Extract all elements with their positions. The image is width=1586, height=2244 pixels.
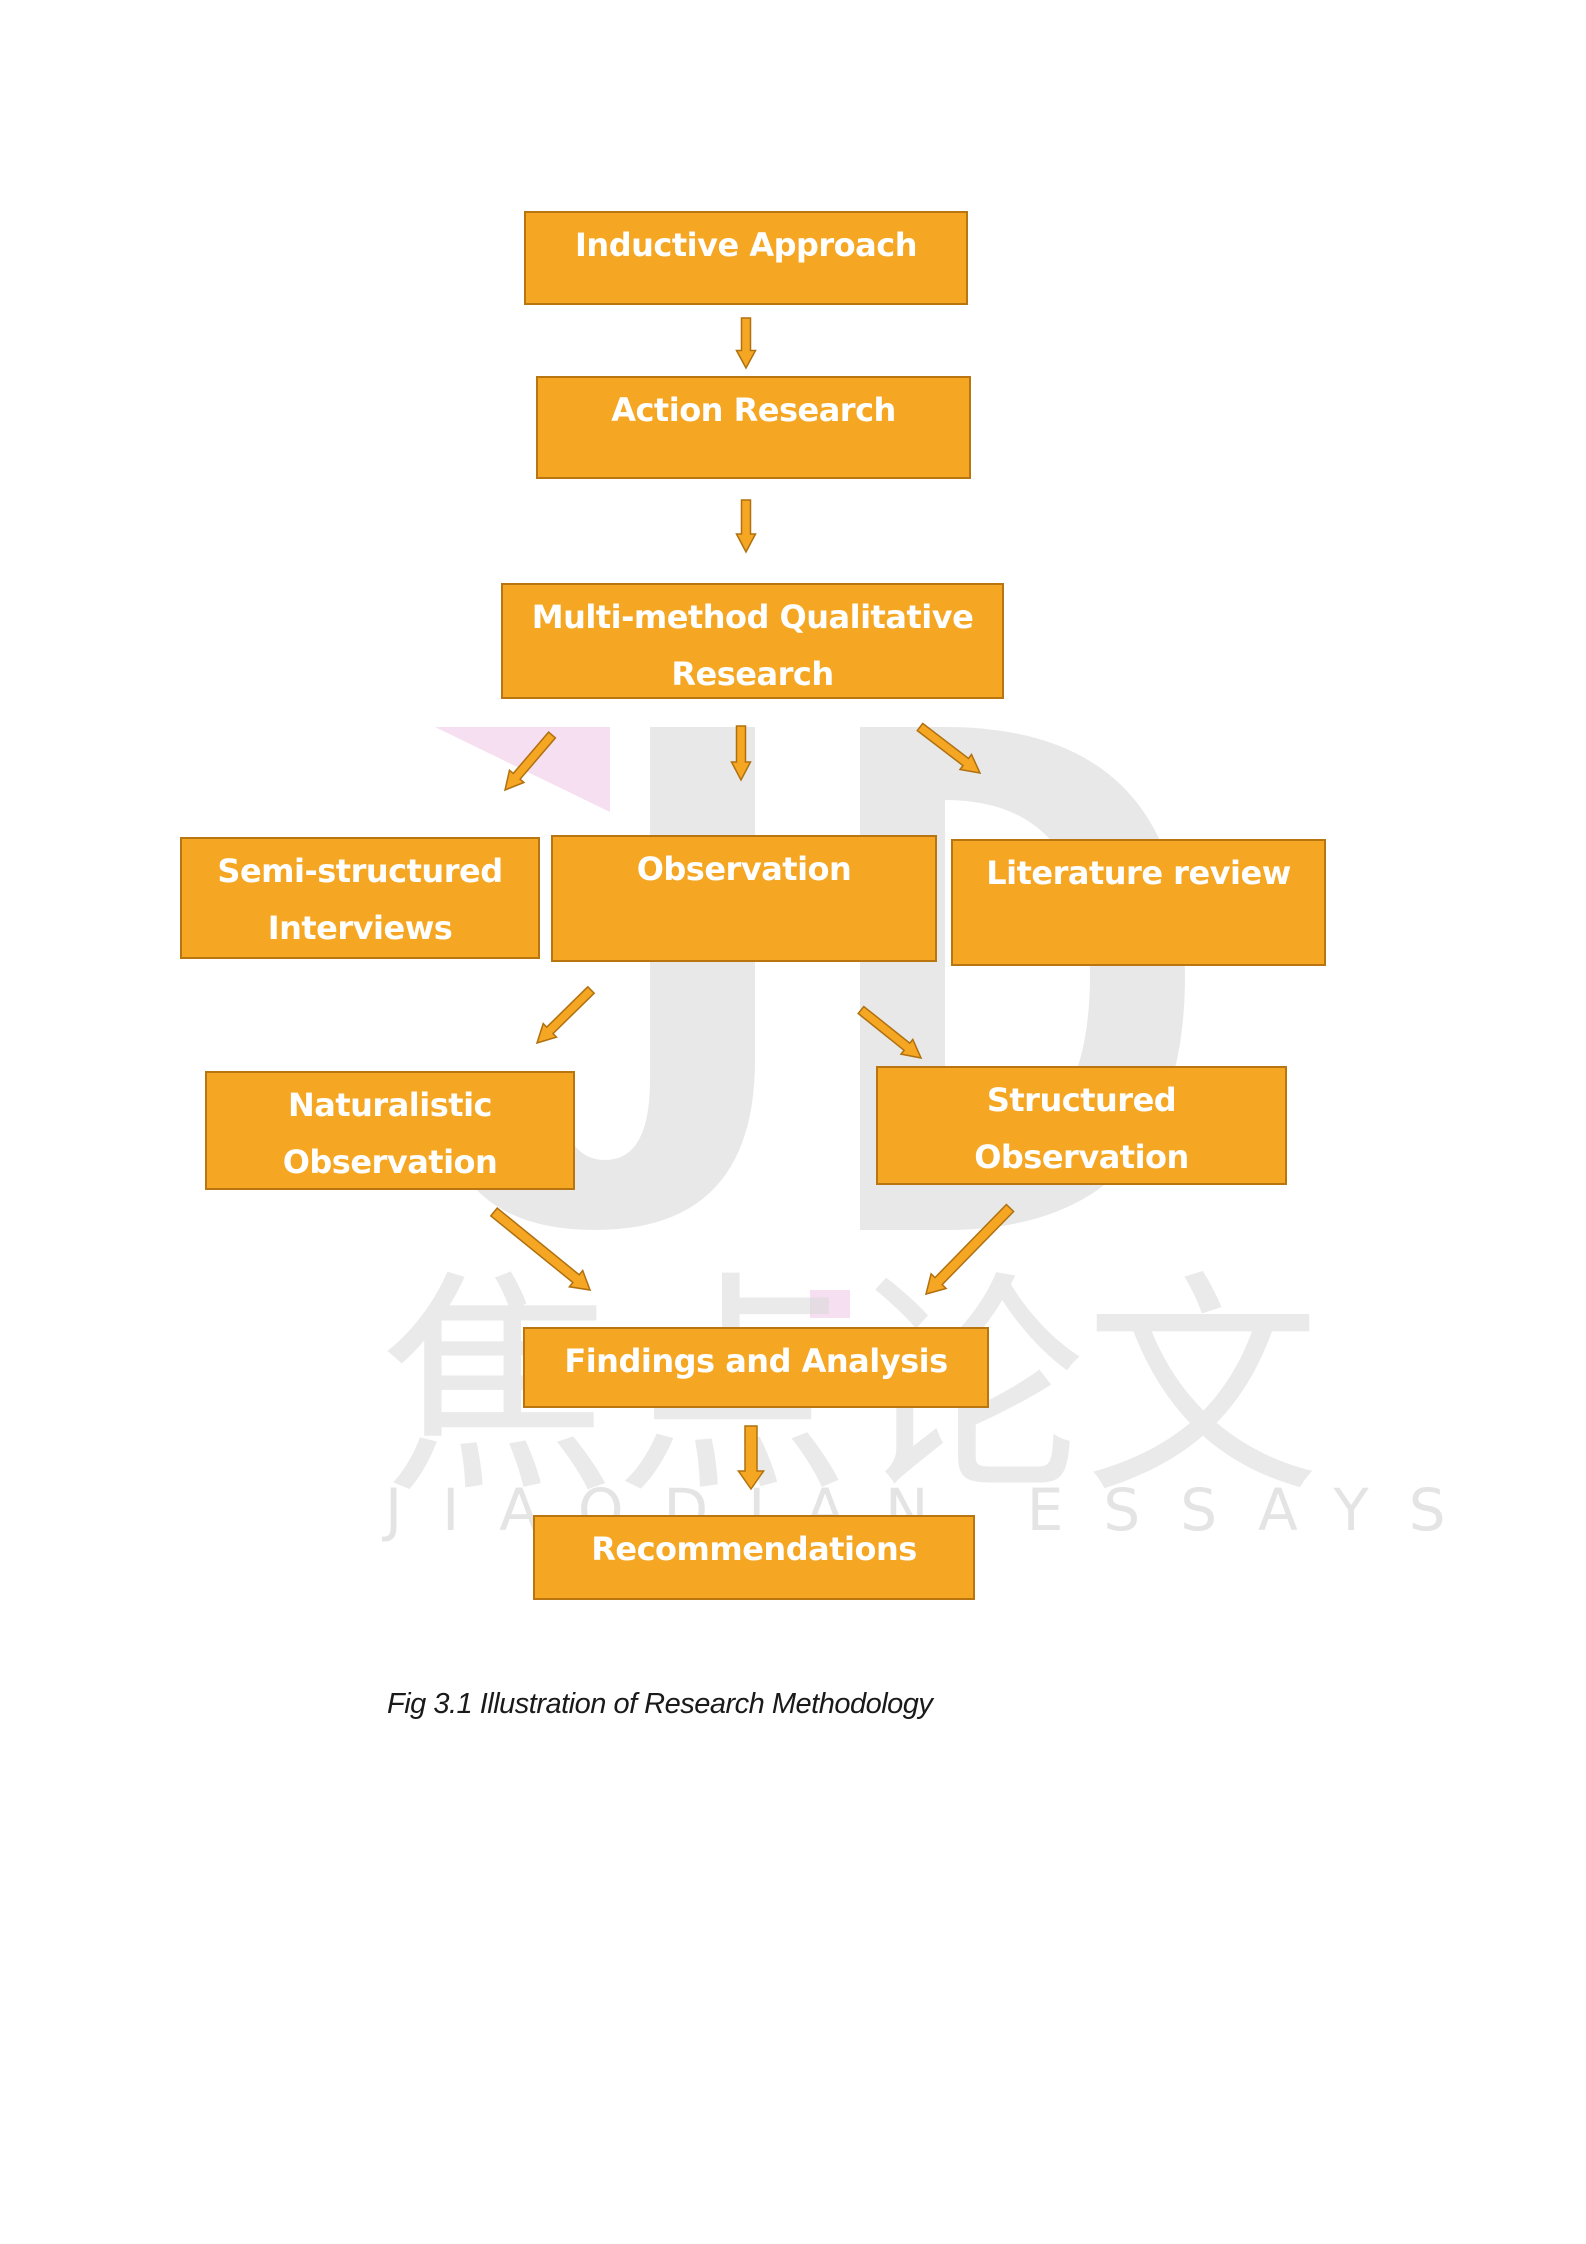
node-action-research: Action Research <box>536 376 971 479</box>
arrow-structured-to-findings <box>924 1203 1015 1296</box>
node-structured-observation: Structured Observation <box>876 1066 1287 1185</box>
node-literature-review: Literature review <box>951 839 1326 966</box>
arrow-multimethod-to-semistructured <box>503 731 557 792</box>
arrow-naturalistic-to-findings <box>489 1207 592 1291</box>
arrow-multimethod-to-observation <box>730 725 752 782</box>
arrow-action-to-multimethod <box>735 499 757 554</box>
arrow-findings-to-recommendations <box>736 1425 766 1491</box>
node-recommendations: Recommendations <box>533 1515 975 1600</box>
node-naturalistic-observation: Naturalistic Observation <box>205 1071 575 1190</box>
node-findings-and-analysis: Findings and Analysis <box>523 1327 989 1408</box>
arrow-multimethod-to-literature <box>916 722 982 774</box>
node-observation: Observation <box>551 835 937 962</box>
arrow-inductive-to-action <box>735 317 757 370</box>
node-semi-structured-interviews: Semi-structured Interviews <box>180 837 540 959</box>
arrow-observation-to-structured <box>857 1005 923 1060</box>
figure-caption: Fig 3.1 Illustration of Research Methodo… <box>387 1688 933 1720</box>
arrow-observation-to-naturalistic <box>535 985 596 1045</box>
node-inductive-approach: Inductive Approach <box>524 211 968 305</box>
node-multi-method-qualitative-research: Multi-method Qualitative Research <box>501 583 1004 699</box>
